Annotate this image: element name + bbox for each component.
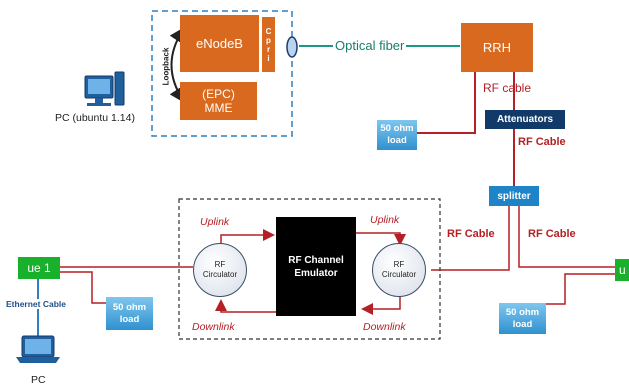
- desktop-pc-icon: [84, 71, 125, 106]
- epc-mme-label: (EPC) MME: [202, 87, 235, 115]
- ue1-box: ue 1: [18, 257, 60, 279]
- emulator-label: RF Channel Emulator: [288, 254, 344, 279]
- downlink-right-text: Downlink: [363, 321, 406, 333]
- ethernet-cable-label: Ethernet Cable: [6, 299, 66, 309]
- epc-mme-box: (EPC) MME: [180, 82, 257, 120]
- uplink-left-label: Uplink: [200, 216, 229, 228]
- circulator-right: RF Circulator: [372, 243, 426, 297]
- cpri-box: C p r i: [262, 17, 275, 72]
- rf-cable-top-text: RF cable: [483, 81, 532, 95]
- laptop-pc-icon: [16, 335, 60, 363]
- attenuators-box: Attenuators: [485, 110, 565, 129]
- uplink-right-path: [356, 232, 406, 246]
- downlink-right-label: Downlink: [363, 321, 406, 333]
- loopback-text: Loopback: [161, 47, 171, 86]
- pc-top-label: PC (ubuntu 1.14): [55, 112, 135, 124]
- load-mid-label: 50 ohm load: [112, 301, 147, 325]
- cpri-label: C p r i: [265, 26, 272, 63]
- rf-cable-attn-label: RF Cable: [518, 136, 566, 148]
- attenuators-label: Attenuators: [496, 114, 554, 125]
- downlink-left-path: [215, 299, 276, 313]
- rf-cable-attn-text: RF Cable: [518, 136, 566, 148]
- rf-cable-right-label: RF Cable: [528, 228, 576, 240]
- pc-bottom-label: PC: [31, 374, 46, 386]
- downlink-left-label: Downlink: [192, 321, 235, 333]
- splitter-to-right-circulator-cable: [431, 206, 510, 271]
- emulator-dashed-frame: [178, 198, 441, 340]
- fiber-connector-icon: [286, 36, 298, 58]
- splitter-to-ue-right-cable: [518, 206, 615, 268]
- circulator-left: RF Circulator: [193, 243, 247, 297]
- emulator-box: RF Channel Emulator: [276, 217, 356, 316]
- circulator-left-label: RF Circulator: [202, 260, 238, 279]
- rf-cable-left-label: RF Cable: [447, 228, 495, 240]
- load-top-label: 50 ohm load: [380, 123, 414, 146]
- splitter-label: splitter: [497, 190, 531, 202]
- rrh-box: RRH: [461, 23, 533, 72]
- optical-fiber-label: Optical fiber: [333, 38, 407, 53]
- uplink-left-path: [220, 229, 275, 243]
- ue-right-to-load-cable: [546, 273, 615, 305]
- downlink-left-text: Downlink: [192, 321, 235, 333]
- load-top-box: 50 ohm load: [377, 120, 417, 150]
- ue-right-box: u: [615, 259, 629, 281]
- rrh-label: RRH: [482, 40, 512, 55]
- circulator-right-label: RF Circulator: [381, 260, 417, 279]
- enodeb-box: eNodeB: [180, 15, 259, 72]
- enodeb-dashed-frame: [151, 10, 293, 137]
- ethernet-cable-text: Ethernet Cable: [6, 299, 66, 309]
- rrh-to-load-cable: [402, 72, 476, 134]
- uplink-left-text: Uplink: [200, 216, 230, 228]
- uplink-right-text: Uplink: [370, 214, 400, 226]
- ue1-label: ue 1: [27, 261, 51, 275]
- rf-cable-top-label: RF cable: [483, 81, 531, 95]
- enodeb-label: eNodeB: [196, 36, 243, 51]
- ue1-to-load-cable: [60, 271, 106, 304]
- pc-top-text: PC (ubuntu 1.14): [55, 112, 135, 124]
- rf-cable-left-text: RF Cable: [447, 228, 495, 240]
- loopback-arrow-icon: [169, 26, 186, 104]
- pc-bottom-text: PC: [31, 374, 46, 386]
- ue-right-label: u: [619, 263, 626, 277]
- load-right-label: 50 ohm load: [505, 306, 540, 330]
- load-mid-box: 50 ohm load: [106, 297, 153, 330]
- rf-cable-right-text: RF Cable: [528, 228, 576, 240]
- downlink-right-path: [361, 295, 401, 315]
- optical-fiber-text: Optical fiber: [335, 38, 405, 53]
- loopback-label: Loopback: [162, 42, 171, 92]
- load-right-box: 50 ohm load: [499, 303, 546, 334]
- uplink-right-label: Uplink: [370, 214, 399, 226]
- splitter-box: splitter: [489, 186, 539, 206]
